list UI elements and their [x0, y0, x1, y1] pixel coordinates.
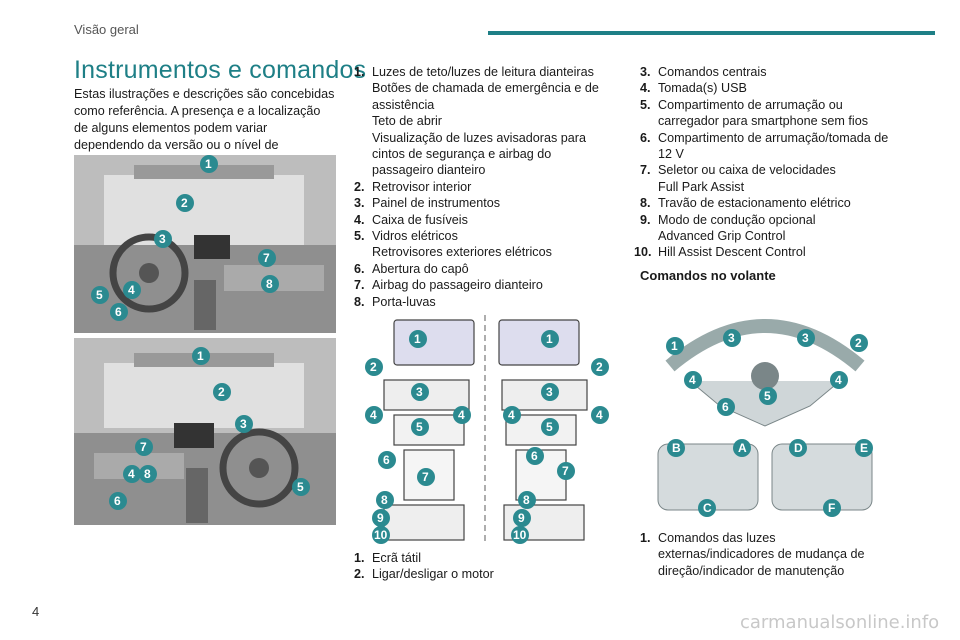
svg-text:10: 10 [374, 528, 388, 542]
list-item: 1.Ecrã tátil [354, 551, 421, 565]
svg-text:2: 2 [218, 385, 225, 399]
steering-controls-heading: Comandos no volante [640, 268, 776, 283]
svg-text:2: 2 [181, 196, 188, 210]
callout-badges-rhd: 1 2 3 4 8 5 6 7 [109, 347, 310, 510]
svg-text:3: 3 [416, 385, 423, 399]
svg-text:9: 9 [518, 511, 525, 525]
svg-text:6: 6 [531, 449, 538, 463]
steering-wheel-diagram: 1 2 3 3 4 4 5 6 B A D E C F [650, 296, 880, 518]
svg-text:3: 3 [240, 417, 247, 431]
list-item: 4.Caixa de fusíveis [354, 212, 468, 227]
svg-text:3: 3 [802, 331, 809, 345]
list-item: 1.Luzes de teto/luzes de leitura diantei… [354, 65, 599, 178]
intro-paragraph: Estas ilustrações e descrições são conce… [74, 87, 335, 169]
svg-text:6: 6 [722, 400, 729, 414]
list-item: 3.Comandos centrais [640, 65, 767, 79]
svg-text:4: 4 [689, 373, 696, 387]
svg-text:8: 8 [144, 467, 151, 481]
svg-text:5: 5 [96, 288, 103, 302]
list-item: 7.Airbag do passageiro dianteiro [354, 278, 543, 293]
list-item: 6.Abertura do capô [354, 261, 469, 276]
svg-text:A: A [738, 441, 747, 455]
svg-text:D: D [794, 441, 803, 455]
list-item: 2.Retrovisor interior [354, 179, 472, 194]
svg-text:4: 4 [596, 408, 603, 422]
instrument-list-b: 3.Comandos centrais 4.Tomada(s) USB 5.Co… [634, 64, 890, 261]
section-header: Visão geral [74, 22, 139, 37]
list-item: 8.Porta-luvas [354, 294, 436, 309]
list-item: 4.Tomada(s) USB [640, 81, 747, 96]
svg-text:B: B [672, 441, 681, 455]
svg-text:7: 7 [140, 440, 147, 454]
list-item: 6.Compartimento de arrumação/tomada de 1… [640, 130, 889, 162]
page-title: Instrumentos e comandos [74, 56, 367, 84]
steering-callout-badges: 1 2 3 3 4 4 5 6 B A D E C F [666, 329, 873, 517]
svg-text:7: 7 [422, 470, 429, 484]
svg-text:E: E [860, 441, 868, 455]
instrument-list-d: 1.Comandos das luzes externas/indicadore… [640, 530, 890, 579]
dashboard-lhd-image: 1 2 3 4 5 6 7 8 [74, 155, 336, 333]
svg-text:3: 3 [728, 331, 735, 345]
svg-text:1: 1 [197, 349, 204, 363]
page-number: 4 [32, 604, 40, 619]
list-item: 3.Painel de instrumentos [354, 196, 501, 211]
svg-text:8: 8 [266, 277, 273, 291]
svg-text:8: 8 [523, 493, 530, 507]
svg-text:2: 2 [596, 360, 603, 374]
svg-text:10: 10 [513, 528, 527, 542]
svg-text:5: 5 [297, 480, 304, 494]
svg-text:1: 1 [205, 157, 212, 171]
svg-text:F: F [828, 501, 835, 515]
svg-text:5: 5 [546, 420, 553, 434]
svg-text:C: C [703, 501, 712, 515]
svg-text:5: 5 [764, 389, 771, 403]
svg-text:4: 4 [370, 408, 377, 422]
list-item: 2.Ligar/desligar o motor [354, 567, 494, 582]
svg-text:7: 7 [562, 464, 569, 478]
svg-text:4: 4 [835, 373, 842, 387]
svg-text:6: 6 [114, 494, 121, 508]
svg-text:3: 3 [159, 232, 166, 246]
svg-text:8: 8 [381, 493, 388, 507]
list-item: 1.Comandos das luzes externas/indicadore… [640, 531, 865, 578]
svg-text:9: 9 [377, 511, 384, 525]
console-callout-badges: 1 1 2 2 3 3 4 4 4 4 5 5 6 6 7 7 8 8 9 9 … [365, 330, 609, 544]
svg-text:6: 6 [383, 453, 390, 467]
svg-text:2: 2 [855, 336, 862, 350]
header-accent-bar [488, 31, 935, 35]
svg-text:2: 2 [370, 360, 377, 374]
svg-text:4: 4 [128, 283, 135, 297]
watermark: carmanualsonline.info [740, 612, 940, 633]
svg-text:4: 4 [128, 467, 135, 481]
instrument-list-a: 1.Luzes de teto/luzes de leitura diantei… [354, 64, 616, 310]
svg-text:3: 3 [546, 385, 553, 399]
instrument-list-c: 1.Ecrã tátil 2.Ligar/desligar o motor [354, 550, 616, 583]
dashboard-rhd-image: 1 2 3 4 8 5 6 7 [74, 338, 336, 525]
svg-text:5: 5 [416, 420, 423, 434]
list-item: 10.Hill Assist Descent Control [634, 245, 806, 260]
svg-text:1: 1 [414, 332, 421, 346]
list-item: 5.Compartimento de arrumação ou carregad… [640, 97, 868, 129]
callout-badges: 1 2 3 4 5 6 7 8 [91, 155, 279, 321]
svg-text:4: 4 [508, 408, 515, 422]
center-console-diagram: 1 1 2 2 3 3 4 4 4 4 5 5 6 6 7 7 8 8 9 9 … [354, 315, 616, 545]
svg-text:1: 1 [671, 339, 678, 353]
svg-text:1: 1 [546, 332, 553, 346]
list-item: 8.Travão de estacionamento elétrico [640, 196, 851, 211]
svg-text:4: 4 [458, 408, 465, 422]
svg-text:7: 7 [263, 251, 270, 265]
svg-text:6: 6 [115, 305, 122, 319]
